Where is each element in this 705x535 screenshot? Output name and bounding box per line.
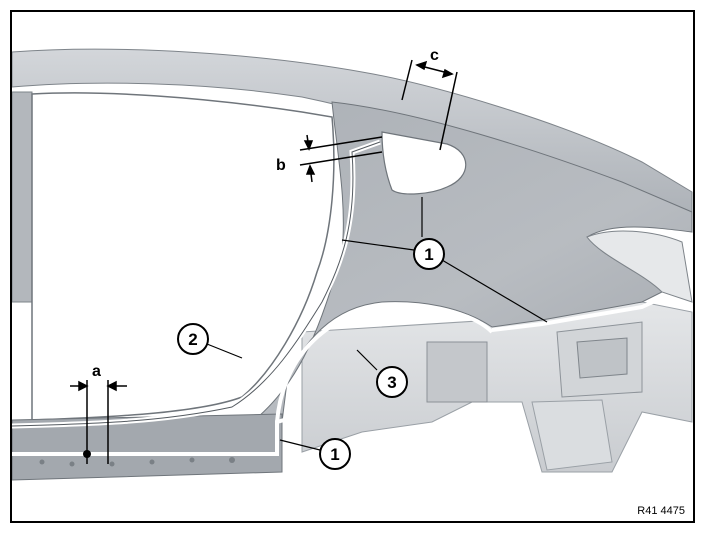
- wheel-arch: [275, 304, 494, 423]
- dimension-c: [401, 59, 458, 151]
- callout-1-bottom: 1: [319, 438, 351, 470]
- body-side-panel-illustration: c b a 1 2 3: [12, 47, 693, 481]
- quarter-window: [381, 131, 467, 195]
- dimension-a-label: a: [92, 363, 101, 380]
- shock-tower-block: [426, 341, 488, 403]
- rocker-holes: [39, 457, 235, 467]
- reference-code: R41 4475: [637, 505, 685, 517]
- tail-light-cavity: [586, 230, 693, 303]
- dimension-b-label: b: [276, 157, 286, 174]
- diagram-frame: c b a 1 2 3: [10, 10, 695, 523]
- callout-2: 2: [177, 323, 209, 355]
- svg-text:3: 3: [387, 373, 396, 392]
- callout-1-top: 1: [413, 238, 445, 270]
- door-opening: [31, 92, 335, 421]
- inner-panel-window: [576, 337, 628, 379]
- dimension-b: [299, 134, 383, 183]
- cut-line-rear: [491, 298, 658, 332]
- callout-3: 3: [376, 366, 408, 398]
- svg-text:1: 1: [424, 245, 433, 264]
- front-pillar: [12, 91, 33, 303]
- dimension-c-label: c: [430, 47, 439, 64]
- lower-inner-bracket: [531, 399, 613, 471]
- quarter-panel: [12, 101, 693, 458]
- cut-line-sill: [12, 418, 285, 456]
- sill-marker-dot: [83, 450, 91, 458]
- leader-lines: [206, 197, 548, 451]
- svg-text:1: 1: [330, 445, 339, 464]
- cut-line-pillar-outline: [12, 141, 381, 427]
- svg-text:2: 2: [188, 330, 197, 349]
